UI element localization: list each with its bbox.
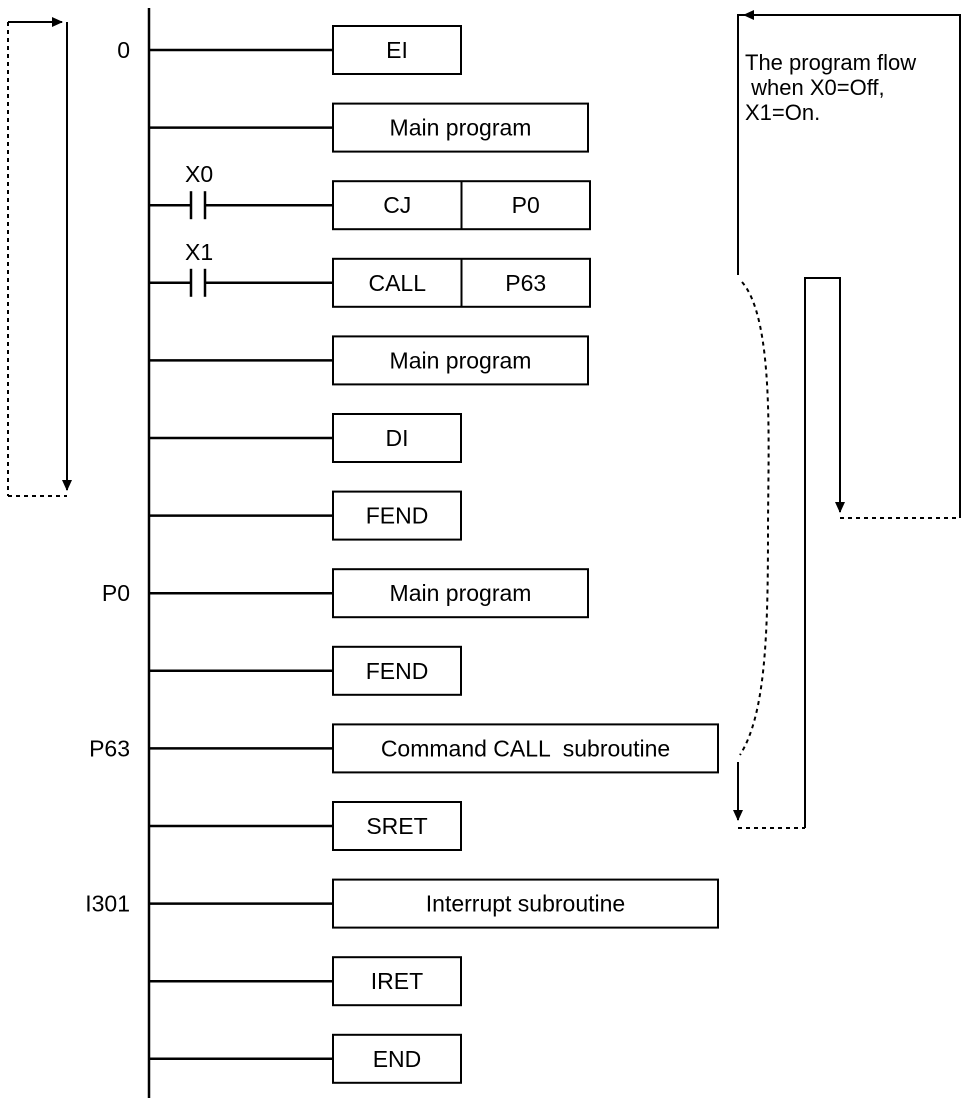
left-flow-arrow bbox=[7, 17, 72, 497]
instruction-box bbox=[332, 490, 462, 541]
instruction-text: Main program bbox=[390, 347, 532, 373]
flow-note-line-1: The program flow bbox=[745, 50, 917, 75]
flow-note-line-2: when X0=Off, bbox=[745, 75, 885, 100]
instruction-box bbox=[332, 645, 462, 696]
right-flow-arrow bbox=[733, 10, 961, 829]
operand-text: P63 bbox=[505, 270, 546, 296]
instruction-box bbox=[332, 25, 462, 75]
instruction-box bbox=[332, 568, 589, 619]
contact-label: X0 bbox=[185, 161, 213, 187]
return-flow-arrow bbox=[804, 277, 845, 828]
flow-note-line-3: X1=On. bbox=[745, 100, 821, 125]
instruction-text: Main program bbox=[390, 580, 532, 606]
rung-label: P63 bbox=[89, 735, 130, 761]
instruction-box bbox=[332, 878, 719, 929]
instruction-box bbox=[332, 801, 462, 851]
rung-label: P0 bbox=[102, 580, 130, 606]
rung: FEND bbox=[149, 490, 462, 541]
instruction-text: Main program bbox=[390, 115, 532, 141]
instruction-text: CALL bbox=[368, 270, 426, 296]
rung: FEND bbox=[149, 645, 462, 696]
operand-text: P0 bbox=[512, 192, 540, 218]
call-flow-dashed-curve bbox=[739, 281, 770, 756]
instruction-text: DI bbox=[386, 425, 409, 451]
instruction-box bbox=[332, 723, 719, 774]
contact-label: X1 bbox=[185, 239, 213, 265]
rung: 0 EI bbox=[117, 25, 462, 75]
rung: SRET bbox=[149, 801, 462, 851]
instruction-box bbox=[332, 102, 589, 153]
instruction-text: FEND bbox=[366, 503, 429, 529]
instruction-text: Command CALL subroutine bbox=[381, 735, 670, 761]
instruction-box bbox=[332, 956, 462, 1007]
instruction-box bbox=[332, 1033, 462, 1084]
instruction-text: CJ bbox=[383, 192, 411, 218]
rung: P0 Main program bbox=[102, 568, 589, 619]
program-flow-note: The program flow when X0=Off, X1=On. bbox=[745, 50, 967, 125]
rung: I301 Interrupt subroutine bbox=[85, 878, 719, 929]
rung: Main program bbox=[149, 102, 589, 153]
instruction-text: SRET bbox=[366, 813, 427, 839]
instruction-box bbox=[332, 335, 589, 386]
rung: P63 Command CALL subroutine bbox=[89, 723, 719, 774]
rung: DI bbox=[149, 413, 462, 463]
instruction-text: END bbox=[373, 1046, 422, 1072]
instruction-box bbox=[332, 413, 462, 463]
instruction-text: EI bbox=[386, 37, 408, 63]
instruction-text: IRET bbox=[371, 968, 423, 994]
rung: IRET bbox=[149, 956, 462, 1007]
rung: Main program bbox=[149, 335, 589, 386]
instruction-text: FEND bbox=[366, 658, 429, 684]
rung: END bbox=[149, 1033, 462, 1084]
instruction-text: Interrupt subroutine bbox=[426, 891, 625, 917]
rung-label: I301 bbox=[85, 891, 130, 917]
rung-label: 0 bbox=[117, 37, 130, 63]
